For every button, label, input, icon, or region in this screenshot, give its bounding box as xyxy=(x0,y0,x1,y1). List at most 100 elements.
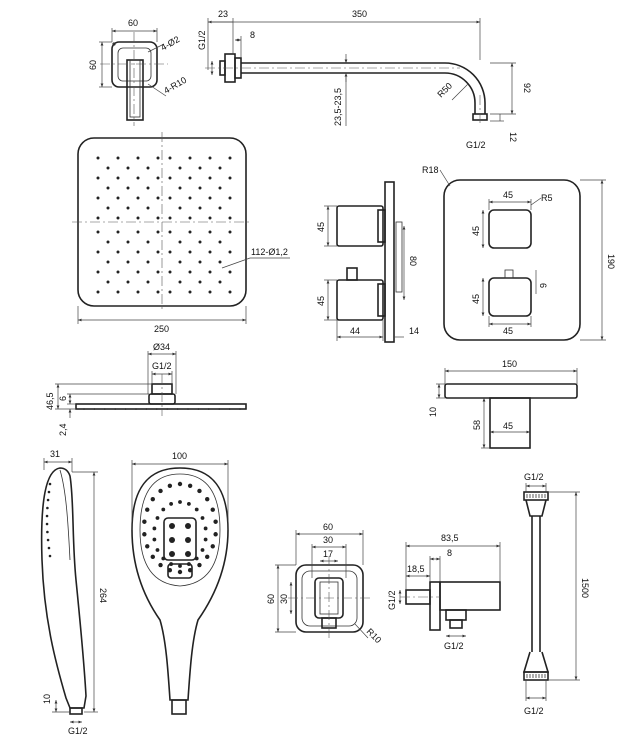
outlet-side-thread-left-label: G1/2 xyxy=(387,590,397,610)
nozzle xyxy=(208,176,212,180)
nozzle xyxy=(198,186,202,190)
nozzle xyxy=(188,216,192,220)
hand-nozzle xyxy=(177,569,183,575)
nozzle xyxy=(178,166,182,170)
nozzle xyxy=(106,280,110,284)
nozzle xyxy=(146,206,150,210)
front-knob-bottom-label: 45 xyxy=(503,326,513,336)
nozzle xyxy=(178,186,182,190)
nozzle-side xyxy=(187,408,189,410)
hand-nozzle-side xyxy=(48,482,52,486)
hand-end-label: 10 xyxy=(42,694,52,704)
arm-length-label: 350 xyxy=(352,9,367,19)
nozzle xyxy=(156,250,160,254)
nozzle xyxy=(218,260,222,264)
hand-nozzle xyxy=(186,502,191,506)
hand-nozzle xyxy=(203,537,208,542)
hose-thread-top-label: G1/2 xyxy=(524,472,544,482)
hand-nozzle xyxy=(178,500,182,504)
nozzle xyxy=(218,206,222,210)
hand-nozzle xyxy=(145,544,150,549)
nozzle xyxy=(116,216,120,220)
nozzle-side xyxy=(228,408,231,410)
nozzle xyxy=(168,250,172,254)
nozzle xyxy=(146,186,150,190)
nozzle xyxy=(228,290,232,294)
hand-nozzle-side xyxy=(46,538,50,542)
front-radius-label: R18 xyxy=(422,165,439,175)
nozzle xyxy=(156,196,160,200)
nozzle xyxy=(168,196,172,200)
nozzle xyxy=(168,176,172,180)
outlet-width-label: 60 xyxy=(323,522,333,532)
nozzle xyxy=(96,230,100,234)
nozzle xyxy=(136,230,140,234)
hand-nozzle xyxy=(194,507,199,512)
hand-nozzle xyxy=(213,532,218,537)
nozzle xyxy=(96,156,100,160)
nozzle xyxy=(106,206,110,210)
hand-nozzle xyxy=(150,496,155,502)
nozzle xyxy=(208,230,212,234)
nozzle xyxy=(116,176,120,180)
hand-center-nozzle xyxy=(169,537,175,543)
nozzle xyxy=(188,270,192,274)
front-knob-upper-label: 45 xyxy=(471,226,481,236)
nozzle xyxy=(126,166,130,170)
shower-head-side: Ø34 G1/2 46,5 6 2,4 xyxy=(45,342,247,436)
nozzle xyxy=(178,206,182,210)
nozzle xyxy=(126,240,130,244)
nozzle xyxy=(218,240,222,244)
head-nozzles-label: 112-Ø1,2 xyxy=(251,247,288,257)
front-knob-radius-label: R5 xyxy=(541,193,553,203)
nozzle xyxy=(136,290,140,294)
nozzle xyxy=(116,250,120,254)
head-width-label: 250 xyxy=(154,324,169,334)
hand-nozzle-side xyxy=(47,546,51,550)
head-total-height-label: 46,5 xyxy=(45,392,55,410)
spout: 150 10 58 45 xyxy=(428,359,578,449)
spout-depth-label: 58 xyxy=(472,420,482,430)
nozzle xyxy=(178,260,182,264)
nozzle xyxy=(156,290,160,294)
nozzle xyxy=(146,260,150,264)
nozzle xyxy=(116,196,120,200)
nozzle xyxy=(198,240,202,244)
nozzle xyxy=(208,290,212,294)
outlet-side: 83,5 8 18,5 G1/2 G1/2 xyxy=(387,533,501,651)
hose-knurl xyxy=(526,494,546,678)
spout-width-label: 150 xyxy=(502,359,517,369)
shower-head-top: 250 112-Ø1,2 xyxy=(72,132,290,334)
nozzle xyxy=(188,230,192,234)
outlet-inner-height-label: 30 xyxy=(279,594,289,604)
nozzle xyxy=(96,290,100,294)
hand-nozzle xyxy=(152,526,157,531)
hand-length-label: 264 xyxy=(98,588,108,603)
nozzle xyxy=(96,250,100,254)
outlet-side-offset-label: 18,5 xyxy=(407,564,425,574)
front-knob-lower-label: 45 xyxy=(471,294,481,304)
spout-body-label: 45 xyxy=(503,421,513,431)
nozzle xyxy=(96,176,100,180)
hand-nozzle-side xyxy=(46,530,49,534)
hand-nozzle xyxy=(167,483,173,488)
nozzle-side xyxy=(145,408,148,410)
nozzle xyxy=(178,280,182,284)
nozzle xyxy=(146,280,150,284)
nozzle xyxy=(156,216,160,220)
hand-nozzle xyxy=(197,562,202,568)
hand-nozzle xyxy=(187,568,193,573)
hand-nozzle-side xyxy=(46,506,49,510)
spout-thickness-label: 10 xyxy=(428,407,438,417)
nozzle xyxy=(96,216,100,220)
hand-nozzle xyxy=(161,507,166,512)
hand-nozzle xyxy=(213,519,218,524)
hand-nozzle xyxy=(194,556,199,561)
nozzle xyxy=(188,290,192,294)
nozzle xyxy=(136,216,140,220)
mixer-depth-label: 44 xyxy=(350,326,360,336)
nozzle xyxy=(106,240,110,244)
hand-nozzle-side xyxy=(46,498,50,502)
hand-nozzle xyxy=(200,516,205,520)
